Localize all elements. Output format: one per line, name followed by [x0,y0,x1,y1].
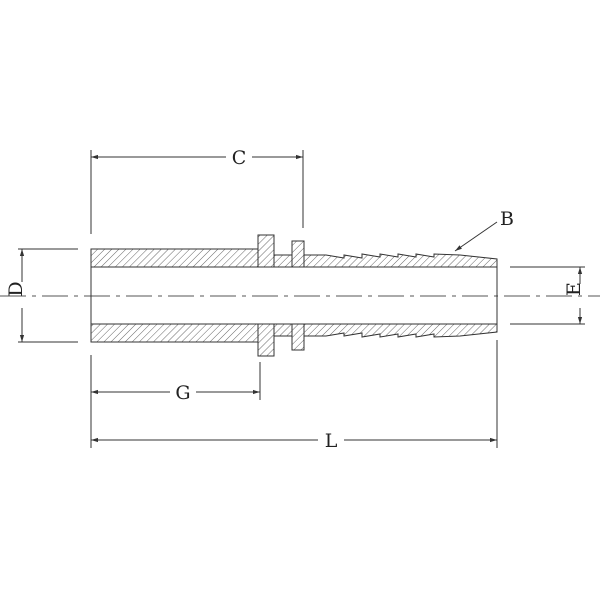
svg-text:B: B [500,208,514,230]
svg-text:E: E [563,282,585,296]
dimension-g: G [91,382,260,404]
dimension-e: E [563,267,585,324]
lower-wall [90,323,498,357]
dimension-c: C [91,147,303,169]
svg-text:G: G [175,382,190,404]
extension-lines [18,150,585,448]
dimension-l: L [91,430,497,452]
callout-b: B [454,208,514,252]
svg-text:L: L [325,430,338,452]
upper-wall [90,234,498,268]
svg-text:D: D [5,281,27,296]
svg-text:C: C [232,147,247,169]
dimension-d: D [5,249,27,342]
